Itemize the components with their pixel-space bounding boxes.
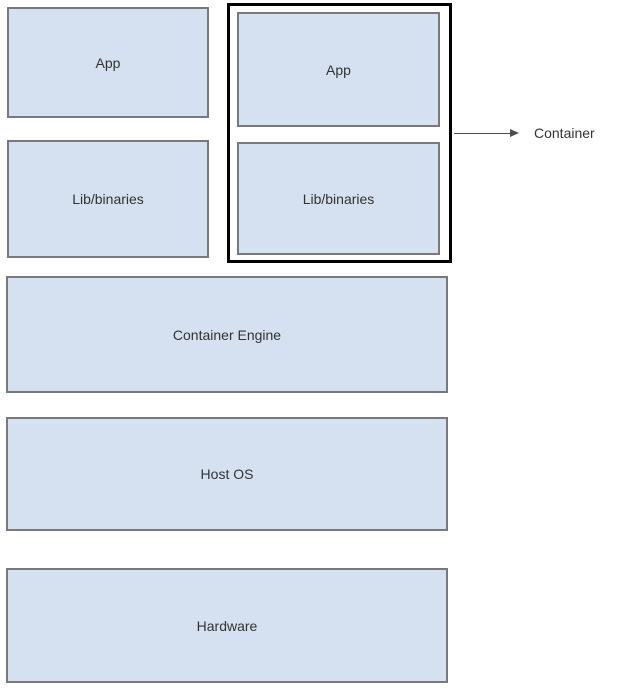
box-lib-binaries-left-label: Lib/binaries — [72, 191, 144, 207]
box-host-os: Host OS — [6, 417, 448, 531]
box-hardware: Hardware — [6, 568, 448, 683]
box-app-right-label: App — [326, 61, 351, 78]
box-container-engine: Container Engine — [6, 276, 448, 393]
box-host-os-label: Host OS — [200, 466, 254, 482]
box-app-right: App — [237, 12, 440, 127]
box-container-engine-label: Container Engine — [172, 326, 282, 343]
container-group-outline — [227, 3, 452, 263]
box-lib-binaries-right-label: Lib/binaries — [302, 190, 375, 207]
box-lib-binaries-right: Lib/binaries — [237, 142, 440, 255]
container-arrow-line — [454, 133, 512, 134]
box-hardware-label: Hardware — [196, 617, 258, 634]
box-lib-binaries-left: Lib/binaries — [7, 140, 209, 258]
box-app-left: App — [7, 7, 209, 118]
container-annotation-label: Container — [534, 125, 595, 141]
container-arrow-head-icon — [510, 129, 519, 137]
box-app-left-label: App — [95, 54, 121, 71]
